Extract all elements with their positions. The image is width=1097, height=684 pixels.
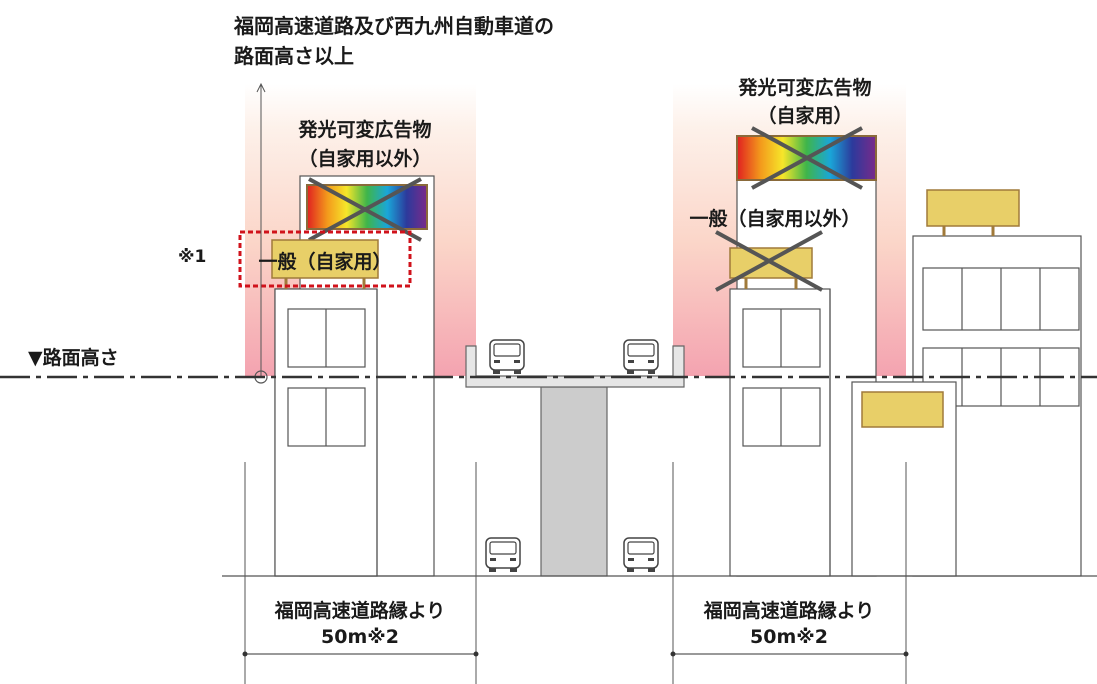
cross-mark-icon [715, 230, 823, 292]
dimension-right [670, 651, 909, 657]
title-line1: 福岡高速道路及び西九州自動車道の [233, 14, 554, 38]
left-allowed-sign-label: 一般（自家用） [258, 250, 391, 273]
bus-icon [489, 339, 525, 375]
right-banned-sign-label-1: 発光可変広告物 [737, 76, 871, 99]
bus-icon [623, 339, 659, 375]
cross-mark-icon [751, 126, 863, 190]
dimension-left [242, 651, 479, 657]
bus-icon [623, 537, 659, 573]
note-1: ※1 [178, 247, 206, 267]
left-banned-sign-label-2: （自家用以外） [298, 147, 431, 170]
allowed-sign-highlight [238, 230, 412, 288]
distance-right-label-2: 50m※2 [750, 626, 828, 648]
road-level-label: ▼路面高さ [28, 346, 119, 369]
wall-sign [861, 391, 944, 428]
allowed-sign-board [271, 239, 379, 279]
distance-left-label-2: 50m※2 [321, 626, 399, 648]
right-banned-sign-label-2: （自家用） [757, 104, 852, 127]
right-general-sign-label: 一般（自家用以外） [689, 207, 860, 230]
cross-mark-icon [308, 177, 422, 242]
distance-right-label-1: 福岡高速道路縁より [703, 599, 875, 622]
bus-icon [485, 537, 521, 573]
rooftop-sign [926, 189, 1020, 227]
title-line2: 路面高さ以上 [234, 44, 354, 68]
right-building [729, 169, 877, 577]
left-banned-sign-label-1: 発光可変広告物 [297, 118, 431, 141]
highway-pier [540, 386, 608, 577]
distance-left-label-1: 福岡高速道路縁より [274, 599, 446, 622]
